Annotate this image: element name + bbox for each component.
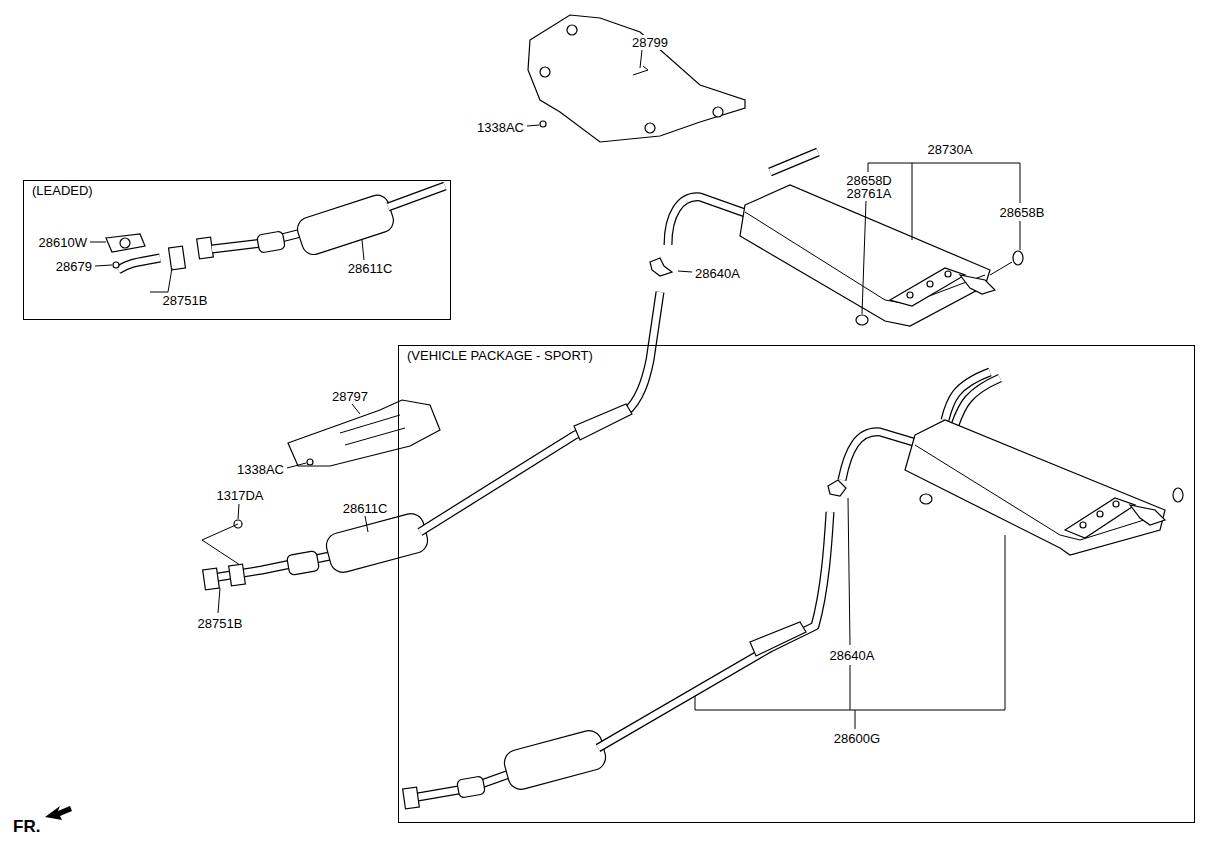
callout-number: 28679	[55, 259, 93, 274]
direction-label: FR.	[12, 819, 41, 834]
callout-number: 28611C	[347, 261, 394, 276]
group-frame: (VEHICLE PACKAGE - SPORT)	[398, 345, 1195, 823]
callout-number: 28610W	[38, 235, 88, 250]
callout-number: 28600G	[833, 731, 881, 746]
callout-number: 1317DA	[216, 488, 265, 503]
group-frame: (LEADED)	[23, 180, 451, 320]
callout-number: 28797	[331, 389, 369, 404]
callout-number: 28751B	[162, 293, 209, 308]
callout-number: 28640A	[829, 648, 876, 663]
callout-number: 1338AC	[236, 462, 285, 477]
callout-number: 28761A	[846, 186, 893, 201]
callout-number: 28640A	[694, 266, 741, 281]
callout-number: 28658B	[999, 205, 1046, 220]
callout-number: 28730A	[927, 142, 974, 157]
group-heading: (VEHICLE PACKAGE - SPORT)	[405, 348, 595, 363]
callout-number: 28611C	[342, 501, 389, 516]
callout-number: 28799	[631, 35, 669, 50]
callout-number: 28751B	[197, 616, 244, 631]
callout-number: 1338AC	[476, 120, 525, 135]
group-heading: (LEADED)	[30, 183, 95, 198]
